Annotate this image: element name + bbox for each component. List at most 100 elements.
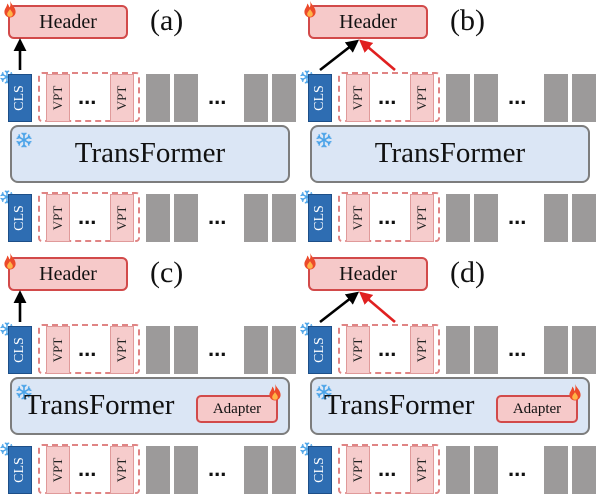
snowflake-icon <box>316 132 332 148</box>
snowflake-icon <box>16 384 32 400</box>
vpt-token: VPT <box>346 326 370 374</box>
arrows <box>13 38 27 70</box>
cls-token: CLS <box>308 326 332 374</box>
vpt-prompt-group <box>338 72 440 122</box>
transformer-label: TransFormer <box>74 137 226 169</box>
cls-token-label: CLS <box>12 205 27 231</box>
cls-token-label: CLS <box>12 337 27 363</box>
flame-icon <box>304 252 316 270</box>
cls-to-header-arrow <box>319 39 360 72</box>
patch-token <box>272 326 296 374</box>
vpt-token-label: VPT <box>350 85 365 111</box>
flame-icon <box>569 383 581 401</box>
snowflake-icon <box>316 384 332 400</box>
input-token-row: CLS VPT... VPT... <box>308 444 596 494</box>
vpt-ellipsis: ... <box>78 336 97 361</box>
patch-token <box>544 194 568 242</box>
vpt-prompt-group <box>338 444 440 494</box>
cls-token: CLS <box>8 194 32 242</box>
vpt-ellipsis: ... <box>78 204 97 229</box>
transformer-block: TransFormer <box>10 125 290 183</box>
patch-ellipsis: ... <box>508 336 527 361</box>
patch-token <box>174 446 198 494</box>
vpt-prompt-group <box>338 324 440 374</box>
patch-token <box>446 74 470 122</box>
arrows <box>319 39 396 72</box>
patch-token <box>272 446 296 494</box>
vpt-token: VPT <box>110 326 134 374</box>
vpt-token-label: VPT <box>350 457 365 483</box>
cls-token-label: CLS <box>12 85 27 111</box>
transformer-label: TransFormer <box>24 389 175 421</box>
header-box: Header <box>308 5 428 39</box>
patch-token <box>244 446 268 494</box>
vpt-ellipsis: ... <box>78 456 97 481</box>
patch-ellipsis: ... <box>508 456 527 481</box>
arrows <box>13 290 27 322</box>
cls-token: CLS <box>308 74 332 122</box>
cls-token: CLS <box>8 446 32 494</box>
patch-token <box>474 326 498 374</box>
cls-token: CLS <box>308 446 332 494</box>
output-token-row: CLS VPT... VPT... <box>8 324 296 374</box>
cls-token-label: CLS <box>312 85 327 111</box>
patch-token <box>244 74 268 122</box>
header-box: Header <box>8 5 128 39</box>
patch-ellipsis: ... <box>208 204 227 229</box>
patch-token <box>544 446 568 494</box>
header-box: Header <box>8 257 128 291</box>
input-token-row: CLS VPT... VPT... <box>8 444 296 494</box>
flame-icon <box>4 252 16 270</box>
header-box: Header <box>308 257 428 291</box>
vpt-token-label: VPT <box>350 337 365 363</box>
vpt-token-label: VPT <box>350 205 365 231</box>
patch-ellipsis: ... <box>508 84 527 109</box>
panel-label: (c) <box>150 256 184 289</box>
patch-token <box>446 326 470 374</box>
panel-label: (d) <box>450 256 485 289</box>
transformer-label: TransFormer <box>374 137 526 169</box>
patch-token <box>272 194 296 242</box>
panel-label: (a) <box>150 4 184 37</box>
patch-ellipsis: ... <box>208 336 227 361</box>
vpt-token-label: VPT <box>114 85 129 111</box>
vpt-prompt-group <box>338 192 440 242</box>
patch-token <box>474 446 498 494</box>
vpt-ellipsis: ... <box>378 204 397 229</box>
transformer-block: TransFormer Adapter <box>10 377 290 435</box>
vpt-token-label: VPT <box>414 457 429 483</box>
vpt-token-label: VPT <box>414 337 429 363</box>
cls-token-label: CLS <box>312 337 327 363</box>
patch-token <box>572 74 596 122</box>
panel-label: (b) <box>450 4 485 37</box>
vpt-token-label: VPT <box>50 205 65 231</box>
vpt-token: VPT <box>110 446 134 494</box>
cls-token: CLS <box>8 74 32 122</box>
vpt-token-label: VPT <box>414 85 429 111</box>
vpt-to-header-arrow <box>359 291 396 323</box>
patch-ellipsis: ... <box>508 204 527 229</box>
patch-token <box>474 74 498 122</box>
vpt-token: VPT <box>46 446 70 494</box>
vpt-token: VPT <box>410 74 434 122</box>
adapter-box: Adapter <box>196 395 278 423</box>
patch-ellipsis: ... <box>208 456 227 481</box>
patch-token <box>146 74 170 122</box>
cls-token-label: CLS <box>312 205 327 231</box>
adapter-box: Adapter <box>496 395 578 423</box>
vpt-prompt-group <box>38 444 140 494</box>
cls-token-label: CLS <box>12 457 27 483</box>
vpt-prompt-group <box>38 72 140 122</box>
vpt-ellipsis: ... <box>378 456 397 481</box>
vpt-token-label: VPT <box>50 337 65 363</box>
vpt-token: VPT <box>110 74 134 122</box>
vpt-token-label: VPT <box>50 85 65 111</box>
vpt-token: VPT <box>46 326 70 374</box>
patch-token <box>244 194 268 242</box>
